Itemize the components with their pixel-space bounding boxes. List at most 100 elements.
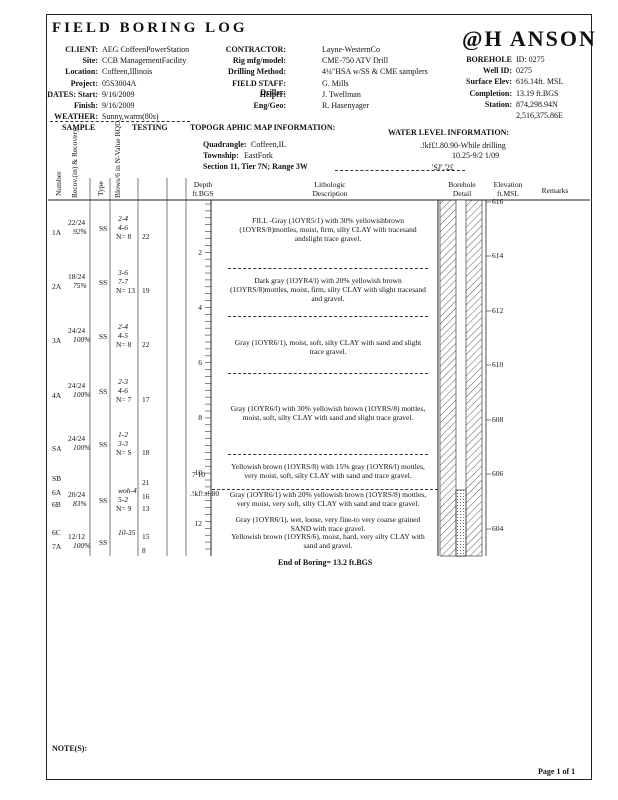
sample-number: SA — [52, 444, 62, 453]
info-value: J. Twellman — [322, 89, 361, 99]
litho-boundary — [228, 316, 428, 317]
document-title: FIELD BORING LOG — [52, 20, 248, 36]
page-frame — [46, 14, 592, 780]
depth-label: 10 — [194, 468, 203, 477]
sample-n-value: N= 7 — [116, 395, 132, 404]
col-header-depth: Depth ft.BGS — [192, 180, 214, 198]
sample-type: SS — [99, 278, 108, 287]
sample-type: SS — [99, 538, 108, 547]
lithology-text: Yellowish brown (1OYRS/6), moist, hard, … — [231, 532, 425, 550]
info-value: 9/16/2009 — [102, 89, 135, 99]
sample-n-value: N= 13 — [116, 286, 136, 295]
sample-recovery: 24/24 — [68, 434, 86, 443]
well-screen — [455, 489, 467, 557]
sample-number: 4A — [52, 391, 62, 400]
sample-blows: 4-5 — [118, 331, 128, 340]
sample-recovery-pct: 75% — [73, 281, 87, 290]
info-value: 0275 — [516, 66, 532, 76]
elevation-label: 610 — [492, 360, 504, 369]
depth-label: 8 — [198, 413, 202, 422]
sample-rqd: 22 — [142, 340, 150, 349]
sample-rqd: 22 — [142, 232, 150, 241]
sample-number: 7A — [52, 542, 62, 551]
sample-recovery-pct: 100% — [73, 335, 91, 344]
info-label: Project: — [70, 78, 98, 88]
info-label: Well ID: — [482, 66, 512, 76]
sample-n-value: N= 9 — [116, 504, 132, 513]
lithology-text: Gray (1OYR6/l) with 30% yellowish brown … — [230, 404, 426, 422]
litho-boundary — [228, 268, 428, 269]
info-value: ID: 0275 — [516, 55, 545, 64]
sample-type: SS — [99, 387, 108, 396]
sample-recovery: 24/24 — [68, 326, 86, 335]
col-header-blows: Blows/6 in N-Value RQD — [113, 120, 122, 198]
section-info: Section 11, Tier 7N; Range 3W — [203, 162, 308, 171]
sample-number: SB — [52, 474, 62, 483]
col-header-lithologic: Lithologic Description — [312, 180, 348, 198]
page-number: Page 1 of 1 — [538, 767, 576, 776]
info-label: WEATHER: — [54, 112, 98, 122]
sample-rqd: 16 — [142, 492, 150, 501]
sample-blows: 4-6 — [118, 223, 128, 232]
depth-label: 2 — [198, 248, 202, 257]
lithology-text: Gray (1OYR6/1) with 20% yellowish brown … — [229, 490, 427, 508]
sample-blows: 1-2 — [118, 430, 128, 439]
lithology-text: Yellowish brown (1OYRS/8) with 15% gray … — [231, 462, 425, 480]
sample-recovery: 18/24 — [68, 272, 86, 281]
info-label: Eng/Geo: — [253, 101, 286, 110]
lithology-text: Gray (1OYR6/1), moist, soft, silty CLAY … — [234, 338, 422, 356]
sample-blows: 10-35 — [118, 528, 136, 537]
info-value: 616.14ft. MSL — [516, 77, 564, 87]
info-label: Site: — [82, 56, 98, 66]
quadrangle-label: Quadrangle: — [203, 140, 247, 149]
sample-rqd: 17 — [142, 395, 150, 404]
township-value: EastFork — [244, 151, 273, 160]
sample-number: 2A — [52, 282, 62, 291]
sample-rqd: 19 — [142, 286, 150, 295]
info-value: 2,516,375.86E — [516, 111, 563, 120]
water-level-2: 10.25-9/2 1/09 — [452, 151, 500, 160]
sample-n-value: N= 8 — [116, 232, 132, 241]
sample-blows: 3-3 — [118, 439, 128, 448]
depth-label: 4 — [198, 303, 202, 312]
sample-recovery: 22/24 — [68, 218, 86, 227]
info-value: Coffeen,Illinois — [102, 67, 153, 77]
testing-header: TESTING — [132, 123, 168, 132]
sample-recovery-pct: 83% — [73, 499, 87, 508]
sample-n-value: N= S — [116, 448, 132, 457]
col-header-elevation: Elevation ft.MSL — [493, 180, 523, 198]
info-value: Sunny,warm(80s) — [102, 112, 159, 122]
info-label: FIELD STAFF: Driller: — [232, 78, 286, 97]
elevation-label: 608 — [492, 415, 504, 424]
sample-rqd: 13 — [142, 504, 150, 513]
elevation-label: 606 — [492, 469, 504, 478]
col-header-type: Type — [96, 181, 105, 196]
col-header-number: Number — [54, 171, 63, 196]
header-dash-line — [50, 121, 190, 122]
sample-n-value: N= 8 — [116, 340, 132, 349]
litho-boundary — [228, 454, 428, 455]
notes-label: NOTE(S): — [52, 744, 88, 753]
litho-boundary — [228, 373, 428, 374]
sample-recovery: 24/24 — [68, 381, 86, 390]
info-label: CONTRACTOR: — [225, 45, 286, 54]
depth-label: 12 — [194, 519, 203, 528]
sample-number: 1A — [52, 228, 62, 237]
sample-rqd: 15 — [142, 532, 150, 541]
water-header: WATER LEVEL INFORMATION: — [388, 128, 510, 137]
sample-recovery: 20/24 — [68, 490, 86, 499]
col-header-recovery: Recov.(in) & Recovery — [70, 128, 79, 198]
info-value: G. Mills — [322, 78, 349, 88]
info-label: Station: — [484, 99, 512, 109]
company-logo: @H ANSON — [462, 26, 597, 51]
elevation-label: 604 — [492, 524, 504, 533]
sample-blows: 2-4 — [118, 322, 128, 331]
sample-blows: 7-7 — [118, 277, 128, 286]
sample-rqd: 8 — [142, 546, 146, 555]
water-level-3: 'SJ'.'2£ — [432, 163, 454, 172]
quadrangle-value: Coffeen,IL — [251, 140, 287, 149]
info-label: Helper: — [259, 89, 286, 99]
info-value: AEG CoffeenPowerStation — [102, 45, 190, 54]
sample-number: 6B — [52, 500, 61, 509]
